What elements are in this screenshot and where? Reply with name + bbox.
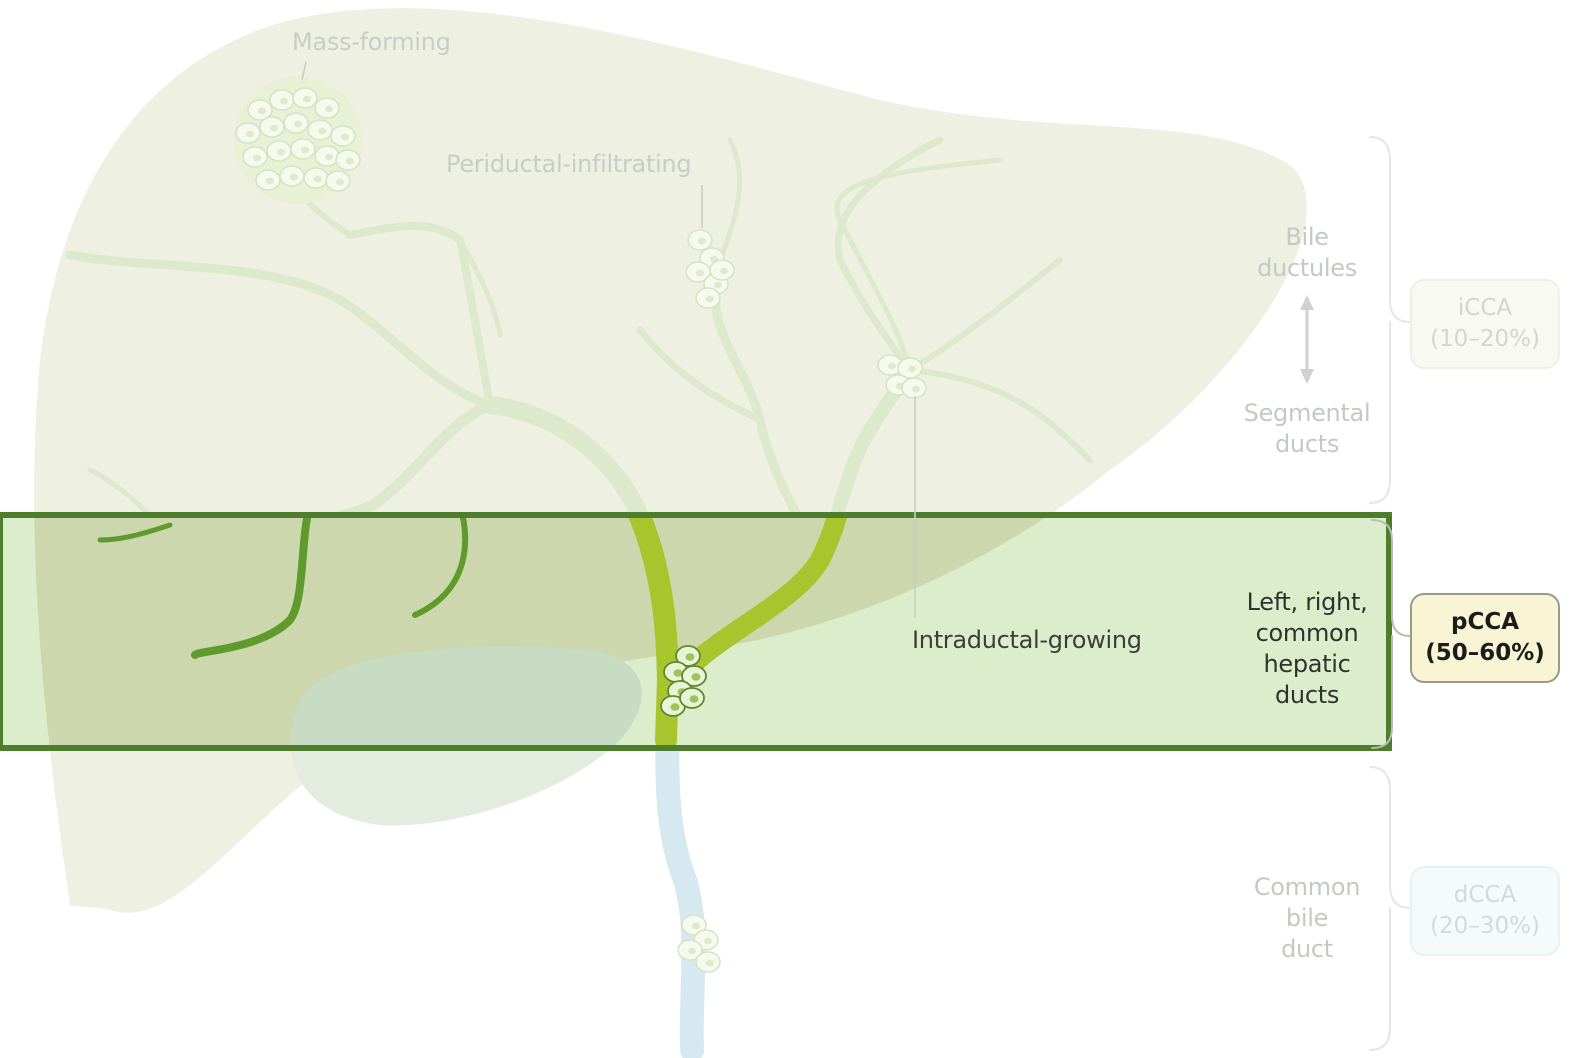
common-bile-duct-line-2: bile xyxy=(1227,903,1387,934)
dcca-range: (20–30%) xyxy=(1430,911,1540,942)
icca-range: (10–20%) xyxy=(1430,324,1540,355)
common-bile-duct-line-3: duct xyxy=(1227,934,1387,965)
double-headed-vertical-arrow-icon xyxy=(1300,295,1314,384)
segmental-ducts-line-2: ducts xyxy=(1227,429,1387,460)
common-bile-duct-line-1: Common xyxy=(1227,872,1387,903)
mass-forming-tumour xyxy=(234,76,362,204)
hepatic-ducts-line-3: hepatic xyxy=(1222,649,1392,680)
icca-name: iCCA xyxy=(1458,293,1512,324)
segmental-ducts-line-1: Segmental xyxy=(1227,398,1387,429)
hepatic-ducts-line-1: Left, right, xyxy=(1222,587,1392,618)
pcca-badge: pCCA (50–60%) xyxy=(1410,593,1560,683)
periductal-infiltrating-label: Periductal-infiltrating xyxy=(446,150,691,178)
intraductal-growing-label: Intraductal-growing xyxy=(912,626,1142,654)
bile-ductules-line-1: Bile xyxy=(1227,222,1387,253)
bile-ductules-line-2: ductules xyxy=(1227,253,1387,284)
pcca-range: (50–60%) xyxy=(1425,638,1545,669)
icca-badge: iCCA (10–20%) xyxy=(1410,279,1560,369)
bile-ductules-label: Bile ductules xyxy=(1227,222,1387,284)
dcca-name: dCCA xyxy=(1454,880,1516,911)
hepatic-ducts-line-2: common xyxy=(1222,618,1392,649)
hepatic-ducts-line-4: ducts xyxy=(1222,680,1392,711)
common-bile-duct-label: Common bile duct xyxy=(1227,872,1387,965)
dcca-badge: dCCA (20–30%) xyxy=(1410,866,1560,956)
pcca-name: pCCA xyxy=(1451,607,1519,638)
mass-forming-label: Mass-forming xyxy=(292,28,451,56)
hepatic-ducts-label: Left, right, common hepatic ducts xyxy=(1222,587,1392,711)
segmental-ducts-label: Segmental ducts xyxy=(1227,398,1387,460)
